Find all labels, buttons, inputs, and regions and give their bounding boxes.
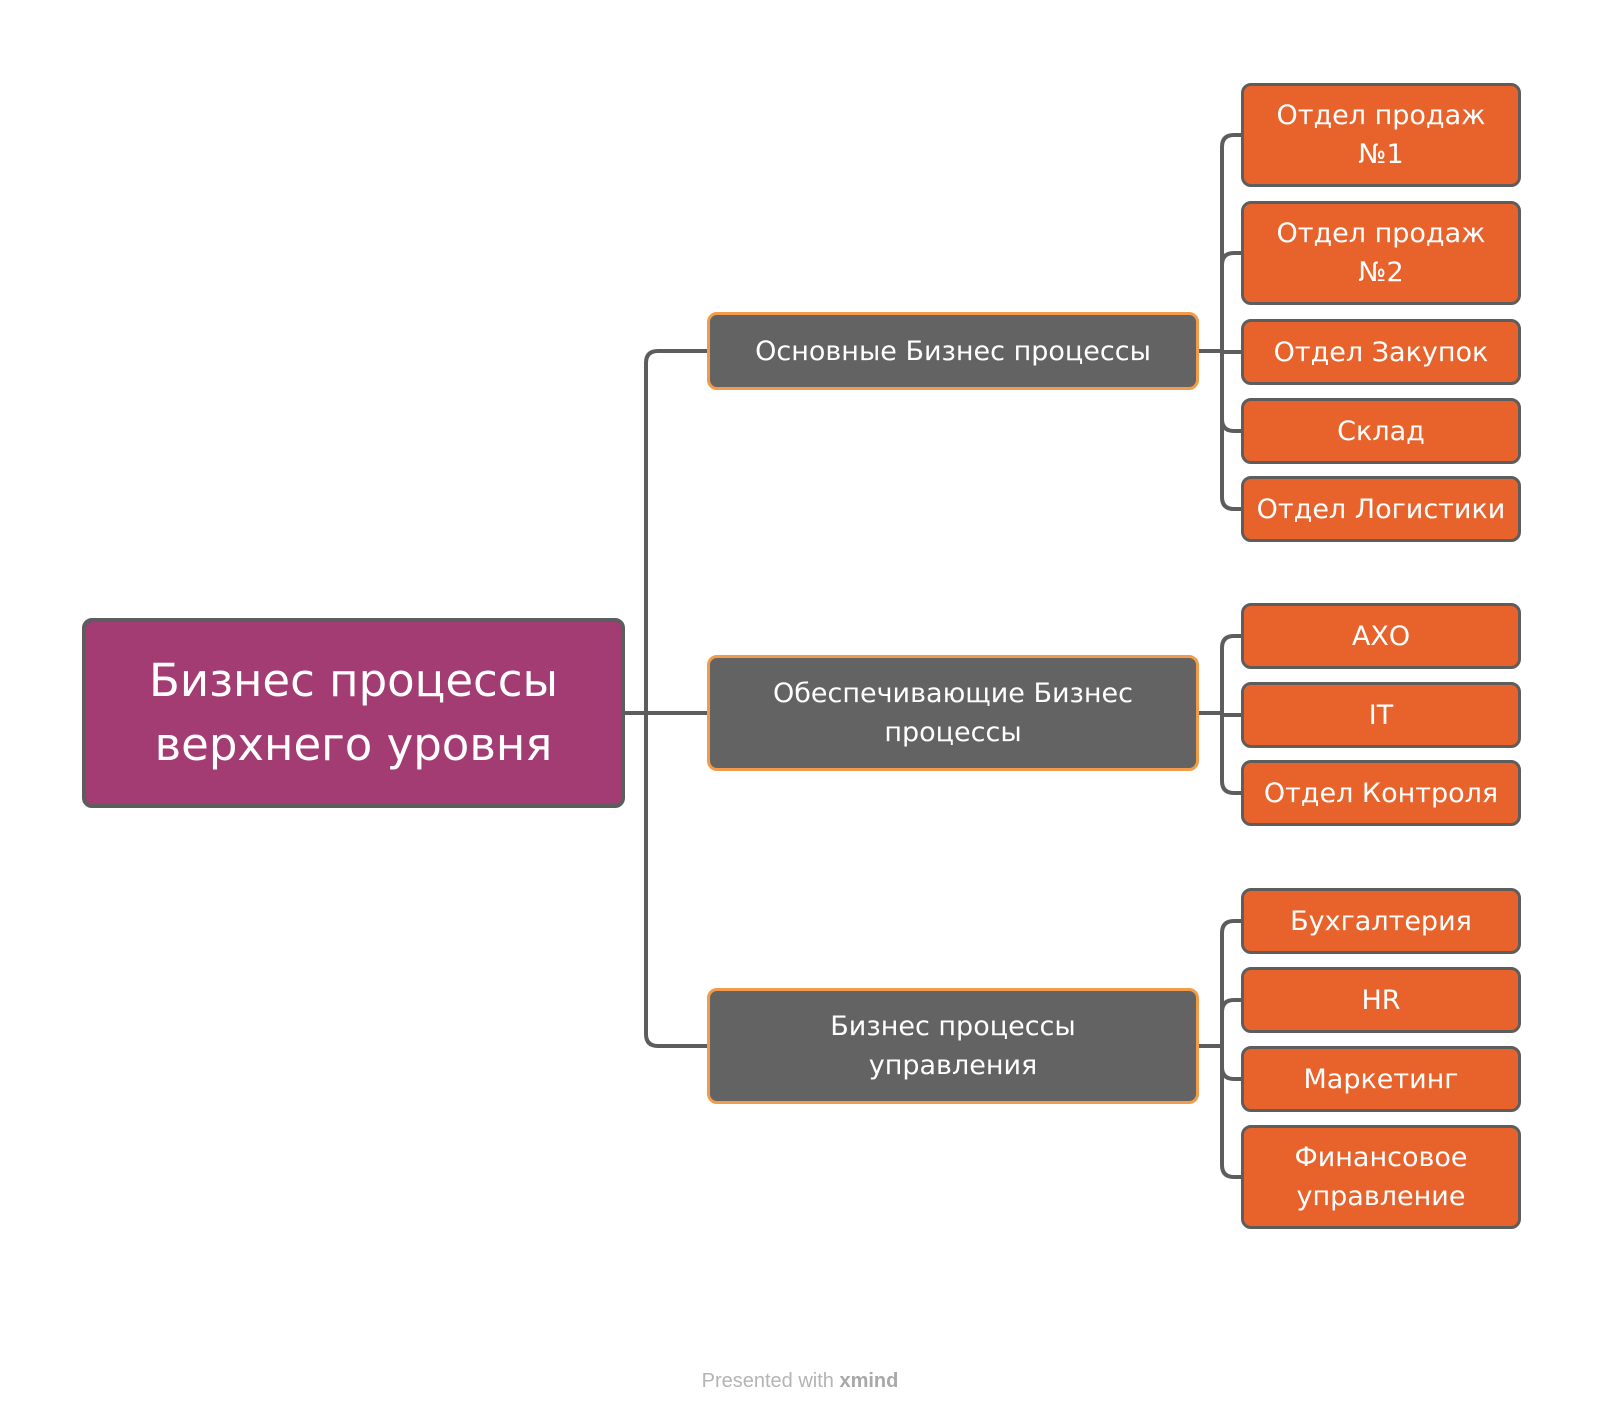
- subtopic-accounting[interactable]: Бухгалтерия: [1241, 888, 1521, 954]
- subtopic-label: АХО: [1351, 620, 1411, 652]
- subtopic-control-dept[interactable]: Отдел Контроля: [1241, 760, 1521, 826]
- subtopic-label: Бухгалтерия: [1290, 905, 1472, 937]
- connector-branch-to-subtopic: [1197, 133, 1243, 353]
- branch-topic-management-processes[interactable]: Бизнес процессы управления: [707, 988, 1199, 1104]
- subtopic-financial-management[interactable]: Финансовое управление: [1241, 1125, 1521, 1229]
- subtopic-aho[interactable]: АХО: [1241, 603, 1521, 669]
- branch-topic-supporting-processes[interactable]: Обеспечивающие Бизнес процессы: [707, 655, 1199, 771]
- connector-branch-to-subtopic: [1197, 634, 1243, 715]
- connector-branch-to-subtopic: [1197, 1044, 1243, 1179]
- branch-topic-main-processes[interactable]: Основные Бизнес процессы: [707, 312, 1199, 390]
- subtopic-logistics-dept[interactable]: Отдел Логистики: [1241, 476, 1521, 542]
- subtopic-label: IT: [1368, 699, 1394, 731]
- connector-root-to-branch: [623, 349, 709, 715]
- subtopic-label: Склад: [1337, 415, 1425, 447]
- subtopic-label: Отдел продаж №2: [1276, 218, 1486, 288]
- subtopic-sales-dept-2[interactable]: Отдел продаж №2: [1241, 201, 1521, 305]
- subtopic-label: Финансовое управление: [1294, 1142, 1468, 1212]
- connector-branch-to-subtopic: [1197, 251, 1243, 353]
- subtopic-warehouse[interactable]: Склад: [1241, 398, 1521, 464]
- footer-credit: Presented with xmind: [0, 1370, 1600, 1393]
- subtopic-purchasing-dept[interactable]: Отдел Закупок: [1241, 319, 1521, 385]
- subtopic-label: Отдел продаж №1: [1276, 100, 1486, 170]
- subtopic-label: Маркетинг: [1303, 1063, 1459, 1095]
- branch-topic-label: Обеспечивающие Бизнес процессы: [772, 678, 1134, 748]
- connector-branch-to-subtopic: [1197, 711, 1243, 795]
- xmind-logo: xmind: [839, 1370, 899, 1392]
- footer-prefix: Presented with: [701, 1370, 834, 1392]
- subtopic-label: HR: [1361, 984, 1401, 1016]
- branch-topic-label: Бизнес процессы управления: [830, 1011, 1076, 1081]
- subtopic-it[interactable]: IT: [1241, 682, 1521, 748]
- subtopic-sales-dept-1[interactable]: Отдел продаж №1: [1241, 83, 1521, 187]
- connector-branch-to-subtopic: [1197, 919, 1243, 1048]
- subtopic-label: Отдел Закупок: [1273, 336, 1489, 368]
- subtopic-label: Отдел Логистики: [1256, 493, 1506, 525]
- root-topic[interactable]: Бизнес процессы верхнего уровня: [82, 618, 625, 808]
- root-topic-label: Бизнес процессы верхнего уровня: [148, 654, 559, 771]
- connector-branch-to-subtopic: [1197, 349, 1243, 511]
- connector-root-to-branch: [623, 711, 709, 1048]
- connector-branch-to-subtopic: [1197, 998, 1243, 1048]
- branch-topic-label: Основные Бизнес процессы: [755, 335, 1151, 367]
- subtopic-hr[interactable]: HR: [1241, 967, 1521, 1033]
- subtopic-marketing[interactable]: Маркетинг: [1241, 1046, 1521, 1112]
- subtopic-label: Отдел Контроля: [1263, 777, 1499, 809]
